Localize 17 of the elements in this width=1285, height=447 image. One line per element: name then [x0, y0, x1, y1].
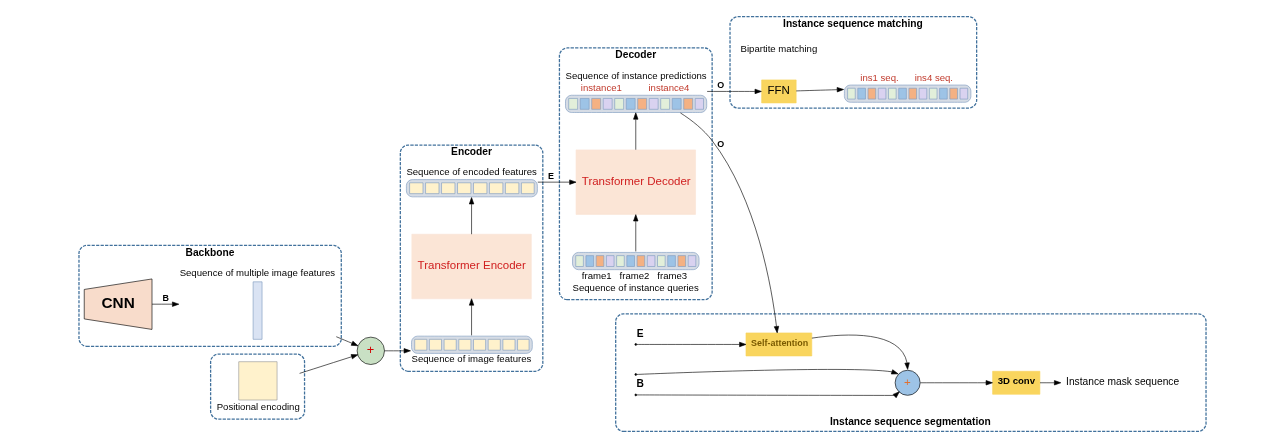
node-label: Sequence of instance queries — [572, 281, 699, 293]
edge-label: E — [547, 170, 554, 181]
node-label: instance1 instance4 — [580, 81, 690, 93]
node-label: ins1 seq. ins4 seq. — [860, 71, 953, 83]
node-label: Sequence of multiple image features — [179, 266, 336, 278]
edge-label: O — [717, 79, 725, 90]
edge-label: B — [636, 377, 644, 389]
edge-label: B — [162, 292, 169, 303]
node-label: Sequence of encoded features — [406, 165, 537, 177]
label: Bipartite matching — [740, 42, 818, 54]
node-label: Sequence of instance predictions — [565, 69, 707, 81]
node-label: Sequence of image features — [411, 352, 532, 364]
edge-label: E — [636, 327, 644, 339]
node-text: Instance mask sequence — [1066, 375, 1180, 387]
node-label: frame1 frame2 frame3 — [581, 269, 688, 281]
edge-label: O — [717, 138, 725, 149]
node-label: Positional encoding — [216, 400, 300, 412]
